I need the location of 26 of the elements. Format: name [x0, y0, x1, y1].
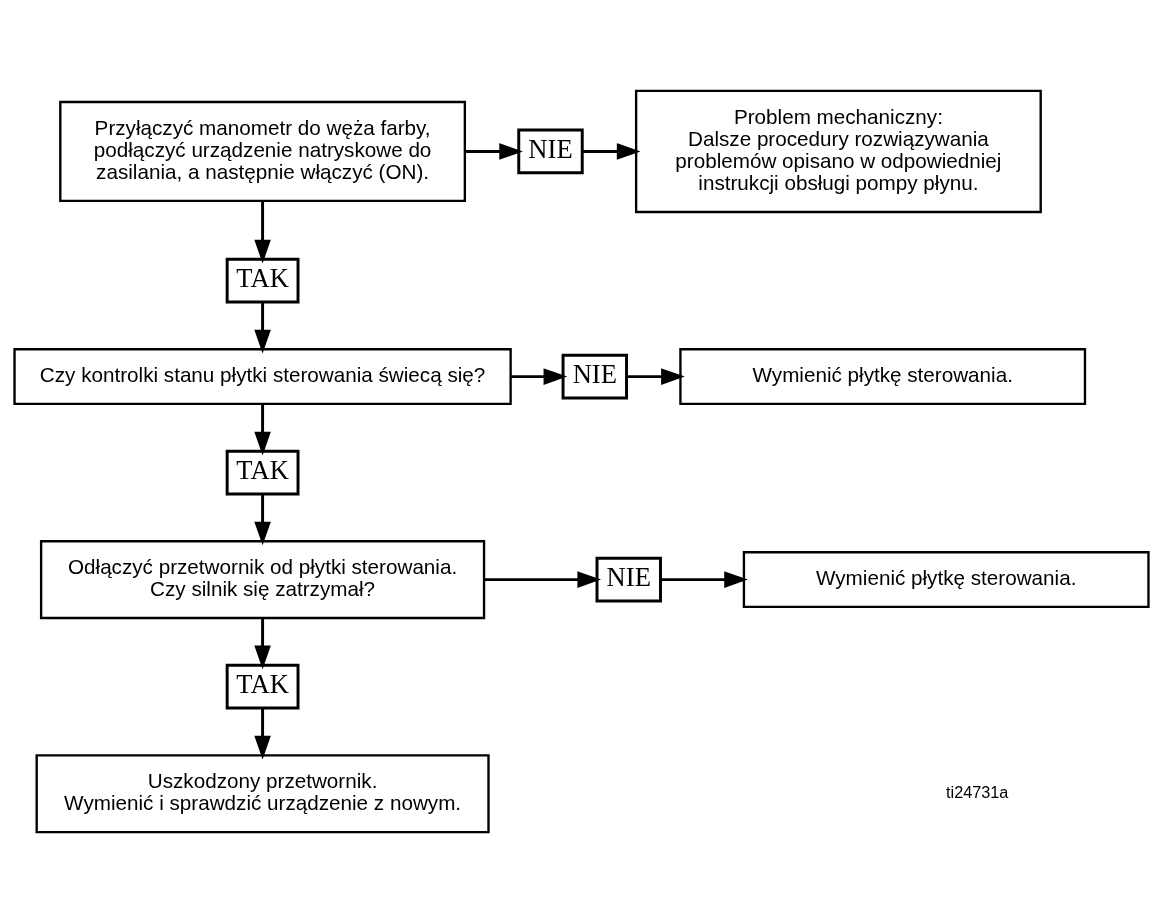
node-box: Odłączyć przetwornik od płytki sterowania. Czy silnik się zatrzymał? [39, 540, 486, 620]
node-box: Czy kontrolki stanu płytki sterowania świecą się? [13, 348, 512, 406]
arrow [582, 143, 641, 160]
node-box: NIE [517, 128, 584, 175]
node-box: Uszkodzony przetwornik. Wymienić i sprawdzić urządzenie z nowym. [35, 754, 490, 834]
node-box: NIE [595, 556, 662, 603]
arrow [465, 143, 523, 160]
node-box: Przyłączyć manometr do węża farby, podłączyć urządzenie natryskowe do zasilania, a następnie włączyć (ON). [59, 100, 467, 203]
node-box: Problem mechaniczny: Dalsze procedury rozwiązywania problemów opisano w odpowiedniej instrukcji obsługi pompy płynu. [634, 89, 1042, 214]
arrow [661, 571, 748, 588]
node-box: TAK [225, 663, 300, 710]
arrow [626, 368, 685, 385]
arrow [254, 494, 271, 546]
arrow [254, 404, 271, 456]
node-box: TAK [225, 449, 300, 496]
node-box: Wymienić płytkę sterowania. [742, 551, 1150, 609]
label: ti24731a [946, 782, 1009, 801]
node-box: TAK [225, 257, 300, 304]
arrow [254, 201, 271, 264]
arrow [511, 368, 568, 385]
node-box: NIE [561, 353, 628, 400]
arrow [484, 571, 602, 588]
arrow [254, 302, 271, 354]
arrow [254, 708, 271, 760]
arrow [254, 618, 271, 670]
node-box: Wymienić płytkę sterowania. [679, 348, 1087, 406]
